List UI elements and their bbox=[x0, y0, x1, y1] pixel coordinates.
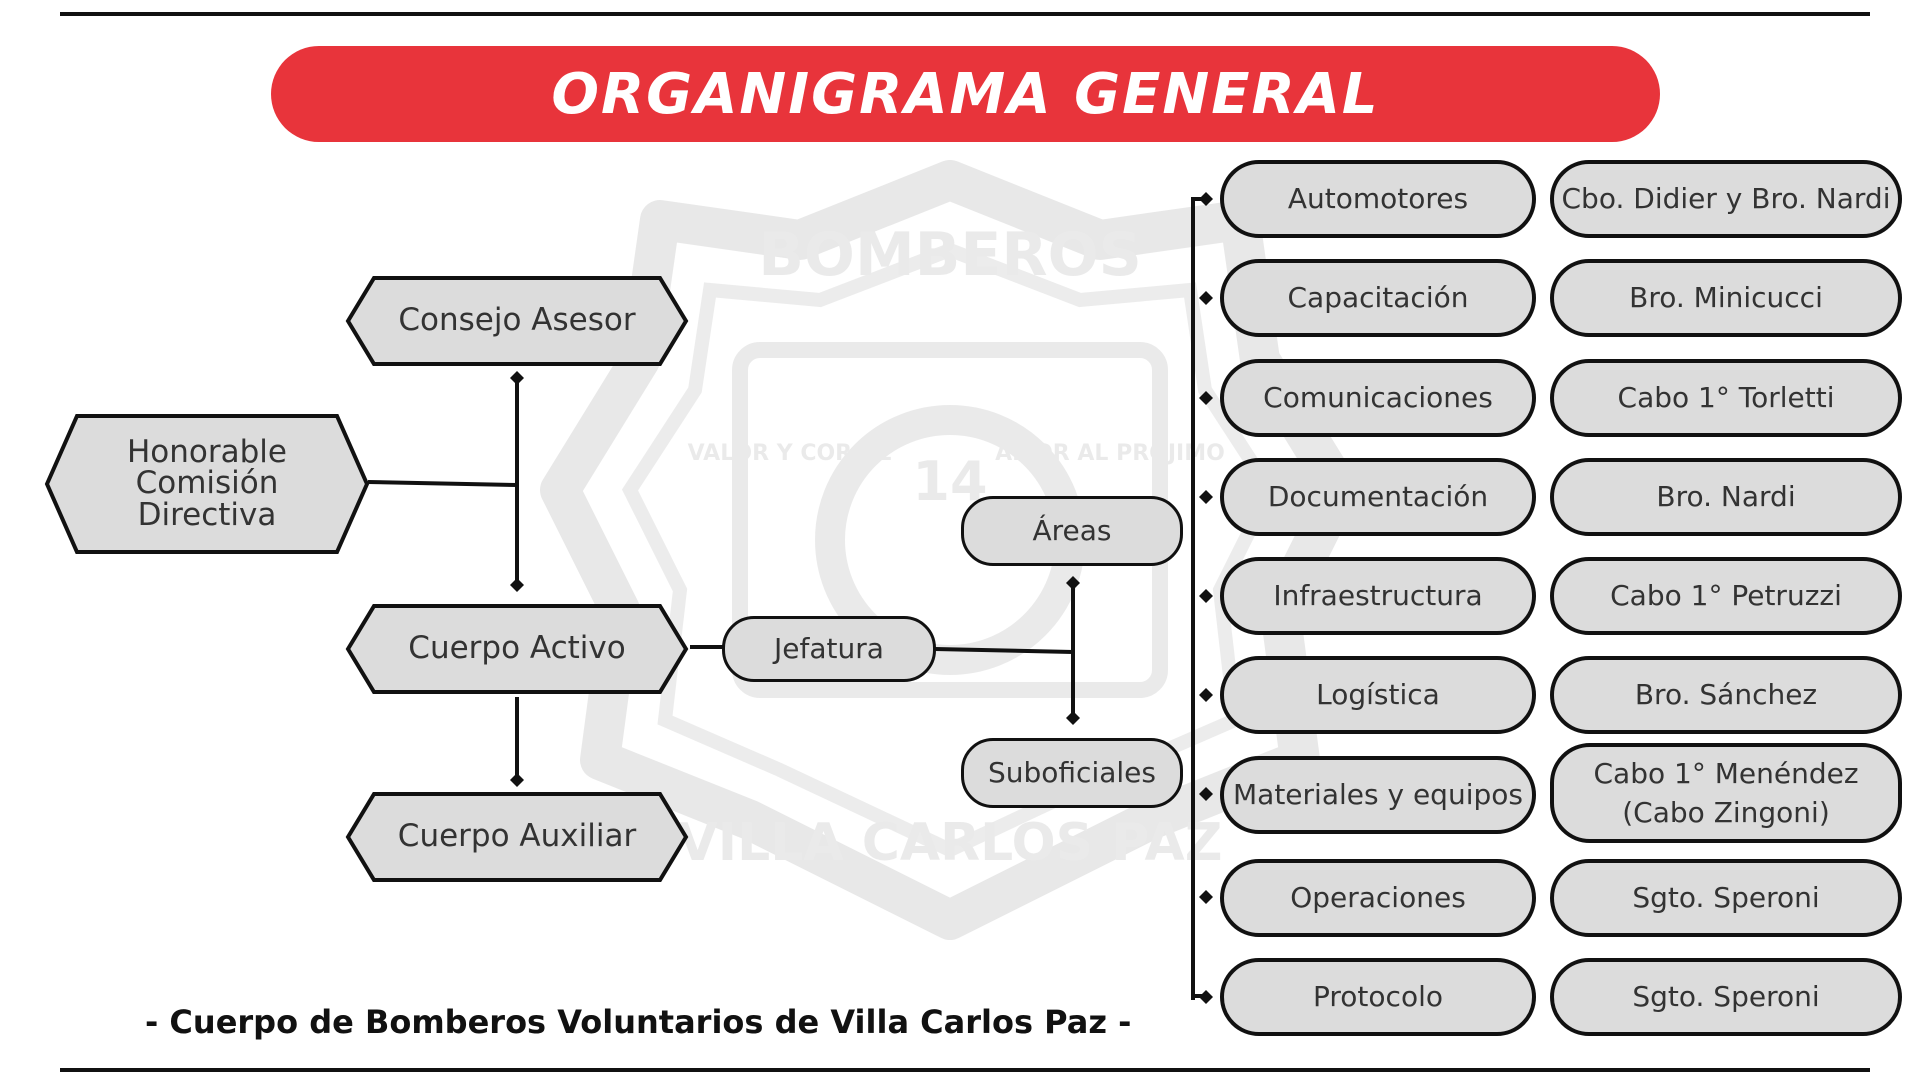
responsable-comunicaciones: Cabo 1° Torletti bbox=[1550, 359, 1902, 437]
top-rule bbox=[60, 12, 1870, 16]
watermark-bottom-text: VILLA CARLOS PAZ bbox=[678, 813, 1223, 873]
node-honorable-comision-directiva: Honorable Comisión Directiva bbox=[44, 414, 370, 554]
node-consejo-asesor-label: Consejo Asesor bbox=[398, 302, 636, 339]
node-honorable-comision-directiva-label: Honorable Comisión Directiva bbox=[127, 433, 287, 533]
node-cuerpo-activo-label: Cuerpo Activo bbox=[408, 630, 626, 667]
responsable-documentacion: Bro. Nardi bbox=[1550, 458, 1902, 536]
footer-caption: - Cuerpo de Bomberos Voluntarios de Vill… bbox=[145, 1003, 1132, 1041]
responsable-infraestructura: Cabo 1° Petruzzi bbox=[1550, 557, 1902, 635]
area-logistica: Logística bbox=[1220, 656, 1536, 734]
node-suboficiales: Suboficiales bbox=[961, 738, 1183, 808]
node-jefatura: Jefatura bbox=[722, 616, 936, 682]
area-protocolo: Protocolo bbox=[1220, 958, 1536, 1036]
responsable-operaciones: Sgto. Speroni bbox=[1550, 859, 1902, 937]
area-operaciones: Operaciones bbox=[1220, 859, 1536, 937]
responsable-logistica: Bro. Sánchez bbox=[1550, 656, 1902, 734]
page-title: ORGANIGRAMA GENERAL bbox=[551, 61, 1380, 127]
watermark-left-motto: VALOR Y CORAJE bbox=[688, 441, 893, 466]
title-banner: ORGANIGRAMA GENERAL bbox=[271, 46, 1660, 142]
watermark-right-motto: AMOR AL PROJIMO bbox=[995, 441, 1225, 466]
area-capacitacion: Capacitación bbox=[1220, 259, 1536, 337]
responsable-capacitacion: Bro. Minicucci bbox=[1550, 259, 1902, 337]
area-comunicaciones: Comunicaciones bbox=[1220, 359, 1536, 437]
area-documentacion: Documentación bbox=[1220, 458, 1536, 536]
responsable-materiales-y-equipos: Cabo 1° Menéndez (Cabo Zingoni) bbox=[1550, 743, 1902, 843]
node-cuerpo-auxiliar: Cuerpo Auxiliar bbox=[345, 792, 689, 882]
bottom-rule bbox=[60, 1068, 1870, 1072]
node-consejo-asesor: Consejo Asesor bbox=[345, 276, 689, 366]
watermark-top-text: BOMBEROS bbox=[758, 220, 1142, 290]
responsable-automotores: Cbo. Didier y Bro. Nardi bbox=[1550, 160, 1902, 238]
area-automotores: Automotores bbox=[1220, 160, 1536, 238]
area-materiales-y-equipos: Materiales y equipos bbox=[1220, 756, 1536, 834]
node-cuerpo-auxiliar-label: Cuerpo Auxiliar bbox=[397, 818, 637, 855]
responsable-protocolo: Sgto. Speroni bbox=[1550, 958, 1902, 1036]
node-cuerpo-activo: Cuerpo Activo bbox=[345, 604, 689, 694]
node-areas: Áreas bbox=[961, 496, 1183, 566]
area-infraestructura: Infraestructura bbox=[1220, 557, 1536, 635]
